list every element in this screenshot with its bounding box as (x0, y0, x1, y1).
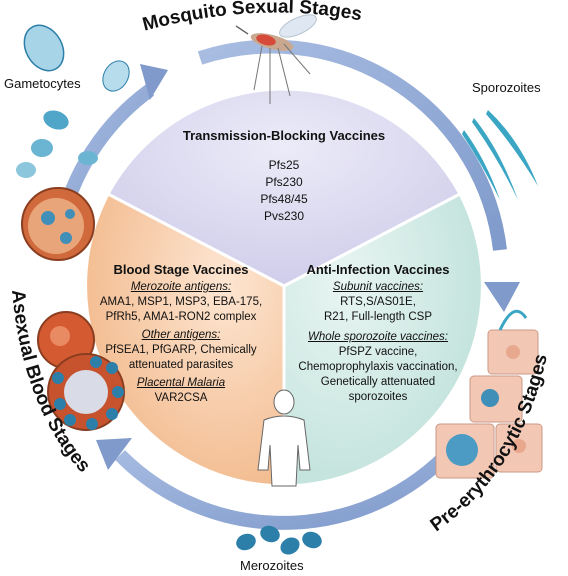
subunit-vaccines-line: R21, Full-length CSP (323, 311, 433, 323)
whole-sporozoite-line: PfSPZ vaccine, (338, 346, 418, 358)
other-antigens-line: attenuated parasites (128, 359, 234, 371)
stage-mosquito-sexual: Mosquito Sexual Stages (140, 0, 363, 36)
sector-transmission (105, 87, 463, 288)
transmission-item: Pfs48/45 (260, 192, 308, 206)
whole-sporozoite-heading: Whole sporozoite vaccines: (308, 331, 448, 343)
transmission-panel: Transmission-Blocking Vaccines Pfs25 Pfs… (154, 128, 414, 225)
placental-malaria-item: VAR2CSA (154, 392, 208, 404)
merozoite-antigens-heading: Merozoite antigens: (130, 281, 232, 293)
whole-sporozoite-line: Genetically attenuated (320, 376, 436, 388)
infected-rbc-schizont (37, 311, 125, 431)
subunit-vaccines-heading: Subunit vaccines: (332, 281, 424, 293)
other-antigens-line: PfSEA1, PfGARP, Chemically (105, 344, 257, 356)
merozoite-antigens-line: AMA1, MSP1, MSP3, EBA-175, (99, 296, 263, 308)
hepatocytes-image (435, 309, 543, 479)
transmission-item: Pfs25 (268, 158, 300, 172)
arrowhead-bottom (96, 438, 132, 470)
merozoite-antigens-line: PfRh5, AMA1-RON2 complex (105, 311, 257, 323)
label-gametocytes: Gametocytes (4, 76, 81, 91)
sporozoites-image (462, 110, 538, 200)
blood-stage-title: Blood Stage Vaccines (113, 262, 249, 277)
human-silhouette (257, 389, 311, 487)
anti-infection-title: Anti-Infection Vaccines (306, 262, 450, 277)
mosquito-image (235, 14, 317, 104)
gametocytes-image (16, 24, 130, 178)
infected-rbc-gametocyte (21, 187, 95, 261)
transmission-item: Pfs230 (265, 175, 303, 189)
arrow-bottom (115, 435, 466, 530)
blood-stage-panel: Blood Stage Vaccines Merozoite antigens:… (88, 262, 274, 406)
whole-sporozoite-line: sporozoites (348, 391, 408, 403)
arrowhead-top-left (140, 64, 168, 100)
subunit-vaccines-line: RTS,S/AS01E, (340, 296, 416, 308)
arrowhead-right (484, 282, 520, 312)
arrow-top-right (197, 39, 507, 251)
transmission-item: Pvs230 (263, 209, 305, 223)
label-sporozoites: Sporozoites (472, 80, 541, 95)
sector-anti-infection (282, 191, 484, 488)
whole-sporozoite-line: Chemoprophylaxis vaccination, (298, 361, 458, 373)
anti-infection-panel: Anti-Infection Vaccines Subunit vaccines… (290, 262, 466, 405)
label-merozoites: Merozoites (240, 558, 304, 573)
other-antigens-heading: Other antigens: (141, 329, 221, 341)
transmission-title: Transmission-Blocking Vaccines (182, 128, 386, 143)
merozoites-image (236, 525, 322, 555)
placental-malaria-heading: Placental Malaria (136, 377, 226, 389)
